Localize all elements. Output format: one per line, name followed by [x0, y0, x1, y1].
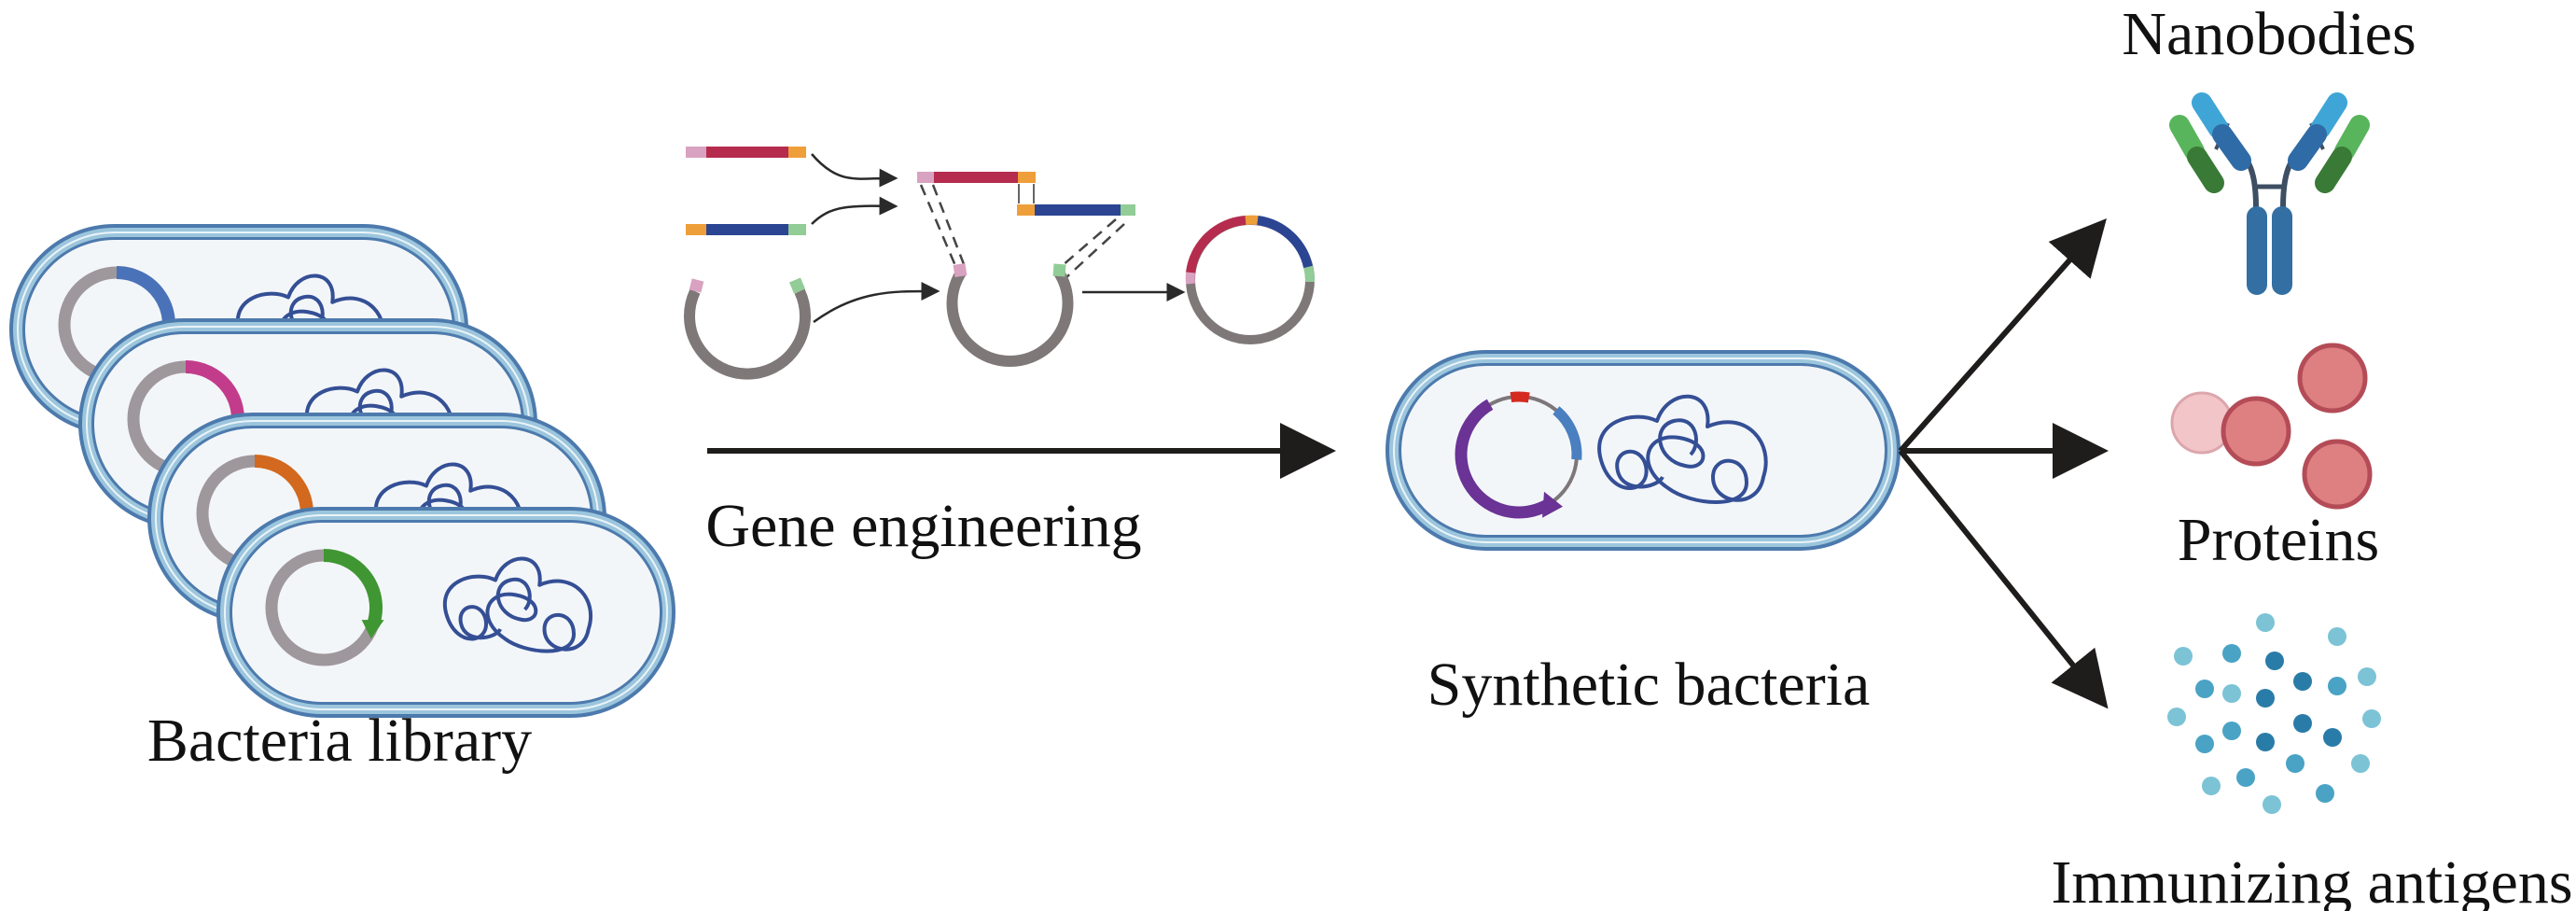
plasmid-origin: [1510, 391, 1530, 403]
antigen-dot: [2236, 768, 2255, 787]
plasmid-arrow-tip: [361, 620, 384, 639]
assembly-vector: [946, 263, 1074, 367]
antigen-dot: [2293, 714, 2312, 733]
antigen-dot: [2263, 795, 2281, 814]
antigen-dot: [2222, 644, 2241, 663]
antigen-dot: [2316, 784, 2334, 803]
membrane-line: [1393, 357, 1893, 543]
gene-engineering-label: Gene engineering: [705, 492, 1141, 560]
light-arm-left-variable: [2169, 115, 2205, 161]
light-arm-right-variable: [2334, 115, 2370, 161]
heavy-arm-right-variable: [2310, 92, 2347, 139]
assembly-fragments: [917, 172, 1135, 279]
chromosome-dna: [1597, 394, 1768, 504]
dna-fragment-blue: [686, 224, 806, 235]
bacteria-library: [9, 224, 675, 718]
protein-2: [2297, 343, 2368, 413]
antigen-dot: [2256, 613, 2275, 632]
antigen-dot: [2256, 689, 2275, 708]
plasmid-marker-gene: [1553, 406, 1582, 460]
open-vector: [684, 277, 811, 380]
antigen-dot: [2328, 677, 2346, 695]
light-arm-right-constant: [2315, 147, 2352, 193]
antigen-dot: [2362, 709, 2381, 728]
chromosome-dna: [442, 556, 592, 653]
curved-arrow-2: [811, 196, 898, 225]
proteins-icon: [2170, 343, 2373, 510]
antigen-dot: [2351, 754, 2370, 773]
plasmid-arrow-tip: [1542, 491, 1563, 518]
cytoplasm: [1401, 366, 1885, 535]
synthetic-cell: [1385, 350, 1901, 551]
protein-1: [2221, 396, 2291, 467]
dna-fragment-red: [686, 147, 806, 158]
membrane-line: [224, 514, 668, 710]
antigen-dot: [2202, 777, 2221, 795]
antigen-dot: [2222, 722, 2241, 740]
heavy-arm-left-variable: [2192, 92, 2229, 139]
gene-engineering-inset: [684, 147, 1316, 380]
synthetic-bacterium: [1385, 350, 1901, 551]
antigen-dot: [2286, 754, 2304, 773]
nanobody-icon: [2169, 92, 2370, 295]
antigen-dot: [2265, 652, 2284, 670]
plasmid-gene-insert: [323, 549, 383, 628]
protein-3: [2302, 439, 2373, 510]
antigen-dot: [2195, 735, 2214, 753]
arrow-to-nanobodies: [1898, 218, 2107, 453]
curved-arrow-3: [813, 281, 940, 324]
curved-arrow-1: [811, 153, 898, 188]
proteins-label: Proteins: [2178, 506, 2379, 574]
light-arm-left-constant: [2187, 147, 2224, 193]
library-cell-green: [216, 507, 675, 718]
antigen-dot: [2174, 647, 2193, 666]
heavy-arm-right-constant: [2288, 124, 2327, 171]
immunizing-antigens-label: Immunizing antigens: [2051, 848, 2572, 911]
bacteria-library-label: Bacteria library: [147, 707, 532, 775]
antigen-dot: [2222, 684, 2241, 703]
recombinant-plasmid: [1185, 215, 1316, 344]
antigen-dot: [2256, 733, 2275, 751]
heavy-arm-left-constant: [2212, 124, 2251, 171]
antigens-icon: [2167, 613, 2381, 814]
antigen-dot: [2358, 667, 2376, 686]
nanobodies-label: Nanobodies: [2122, 0, 2416, 68]
arrow-to-antigens: [1898, 449, 2109, 709]
antigen-dot: [2167, 708, 2186, 726]
antigen-dot: [2323, 728, 2342, 747]
antigen-dot: [2195, 680, 2214, 698]
antigen-dot: [2328, 627, 2346, 646]
antigen-dot: [2293, 672, 2312, 691]
synthetic-bacteria-label: Synthetic bacteria: [1427, 651, 1871, 719]
plasmid-main-gene: [1455, 399, 1552, 519]
